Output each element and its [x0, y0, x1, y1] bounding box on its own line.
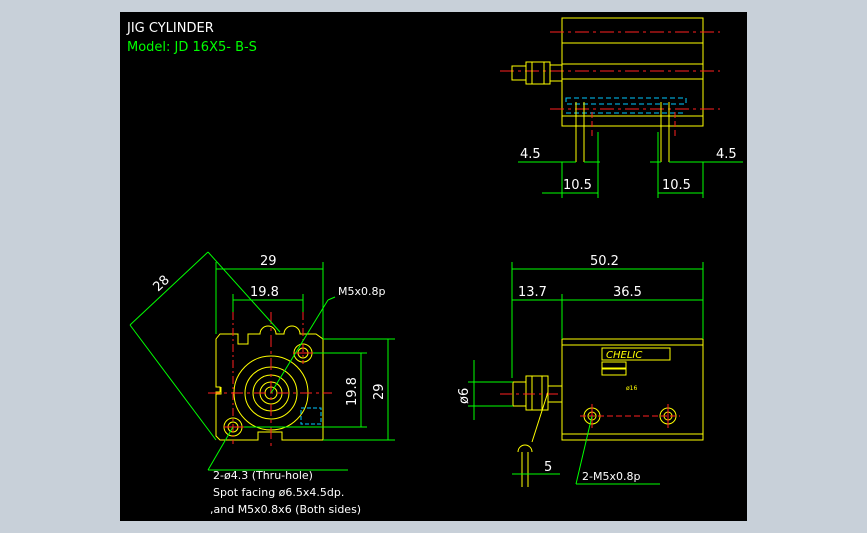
callout-tap: ,and M5x0.8x6 (Both sides): [210, 503, 361, 516]
cad-drawing-canvas: JIG CYLINDER Model: JD 16X5- B-S: [120, 12, 747, 521]
dim-line-diag: [129, 251, 209, 326]
side-stroke-line: [531, 391, 549, 443]
dim-text: ø6: [457, 388, 472, 404]
end-slot: [216, 387, 222, 395]
end-body-outline: [215, 325, 324, 441]
side-label-line: [601, 368, 627, 376]
dim-text: 13.7: [518, 285, 547, 300]
top-rod-end: [511, 65, 527, 81]
dim-text: 29: [260, 254, 277, 269]
dim-text: 19.8: [250, 285, 279, 300]
dim-text: 10.5: [563, 178, 592, 193]
dim-text: 29: [372, 383, 387, 400]
side-stroke-hook: [517, 444, 533, 453]
dim-text: 5: [544, 460, 552, 475]
callout-spot: Spot facing ø6.5x4.5dp.: [213, 486, 344, 499]
callout-port: M5x0.8p: [338, 285, 385, 298]
side-label-plate: [601, 347, 671, 361]
end-hidden-port: [300, 407, 322, 425]
leader-port: [270, 299, 329, 394]
side-brand: CHELIC: [606, 350, 642, 361]
dim-ext: [129, 324, 217, 441]
side-nut: [525, 375, 549, 411]
dim-text: 36.5: [613, 285, 642, 300]
top-view: 4.5 10.5 10.5 4.5: [500, 17, 743, 198]
cad-drawing: JIG CYLINDER Model: JD 16X5- B-S: [126, 17, 743, 516]
dim-ext: [207, 251, 281, 333]
leader-port: [327, 296, 336, 301]
top-hidden-bore: [565, 97, 687, 105]
leader-holes: [207, 426, 234, 471]
dim-text: 50.2: [590, 254, 619, 269]
dim-text: 19.8: [345, 377, 360, 406]
side-small-label: ø16: [626, 385, 637, 392]
dim-text: 28: [150, 273, 172, 295]
top-nut: [525, 61, 551, 85]
side-view: CHELIC ø16 ø6 50.2 13.7 36.5: [457, 254, 704, 487]
callout-holes: 2-ø4.3 (Thru-hole): [213, 469, 313, 482]
dim-text: 4.5: [520, 147, 541, 162]
model-label: Model: JD 16X5- B-S: [127, 40, 257, 55]
drawing-title: JIG CYLINDER: [126, 21, 214, 36]
callout-ports: 2-M5x0.8p: [582, 470, 640, 483]
side-label-line: [601, 361, 627, 369]
top-rod: [549, 64, 563, 82]
end-view: 28 29 19.8 19.8 29 M5x0.8p 2-ø4.3 (Thru-…: [129, 251, 395, 516]
dim-text: 4.5: [716, 147, 737, 162]
leader-ports: [575, 415, 593, 485]
top-view-body: [561, 17, 704, 127]
dim-text: 10.5: [662, 178, 691, 193]
